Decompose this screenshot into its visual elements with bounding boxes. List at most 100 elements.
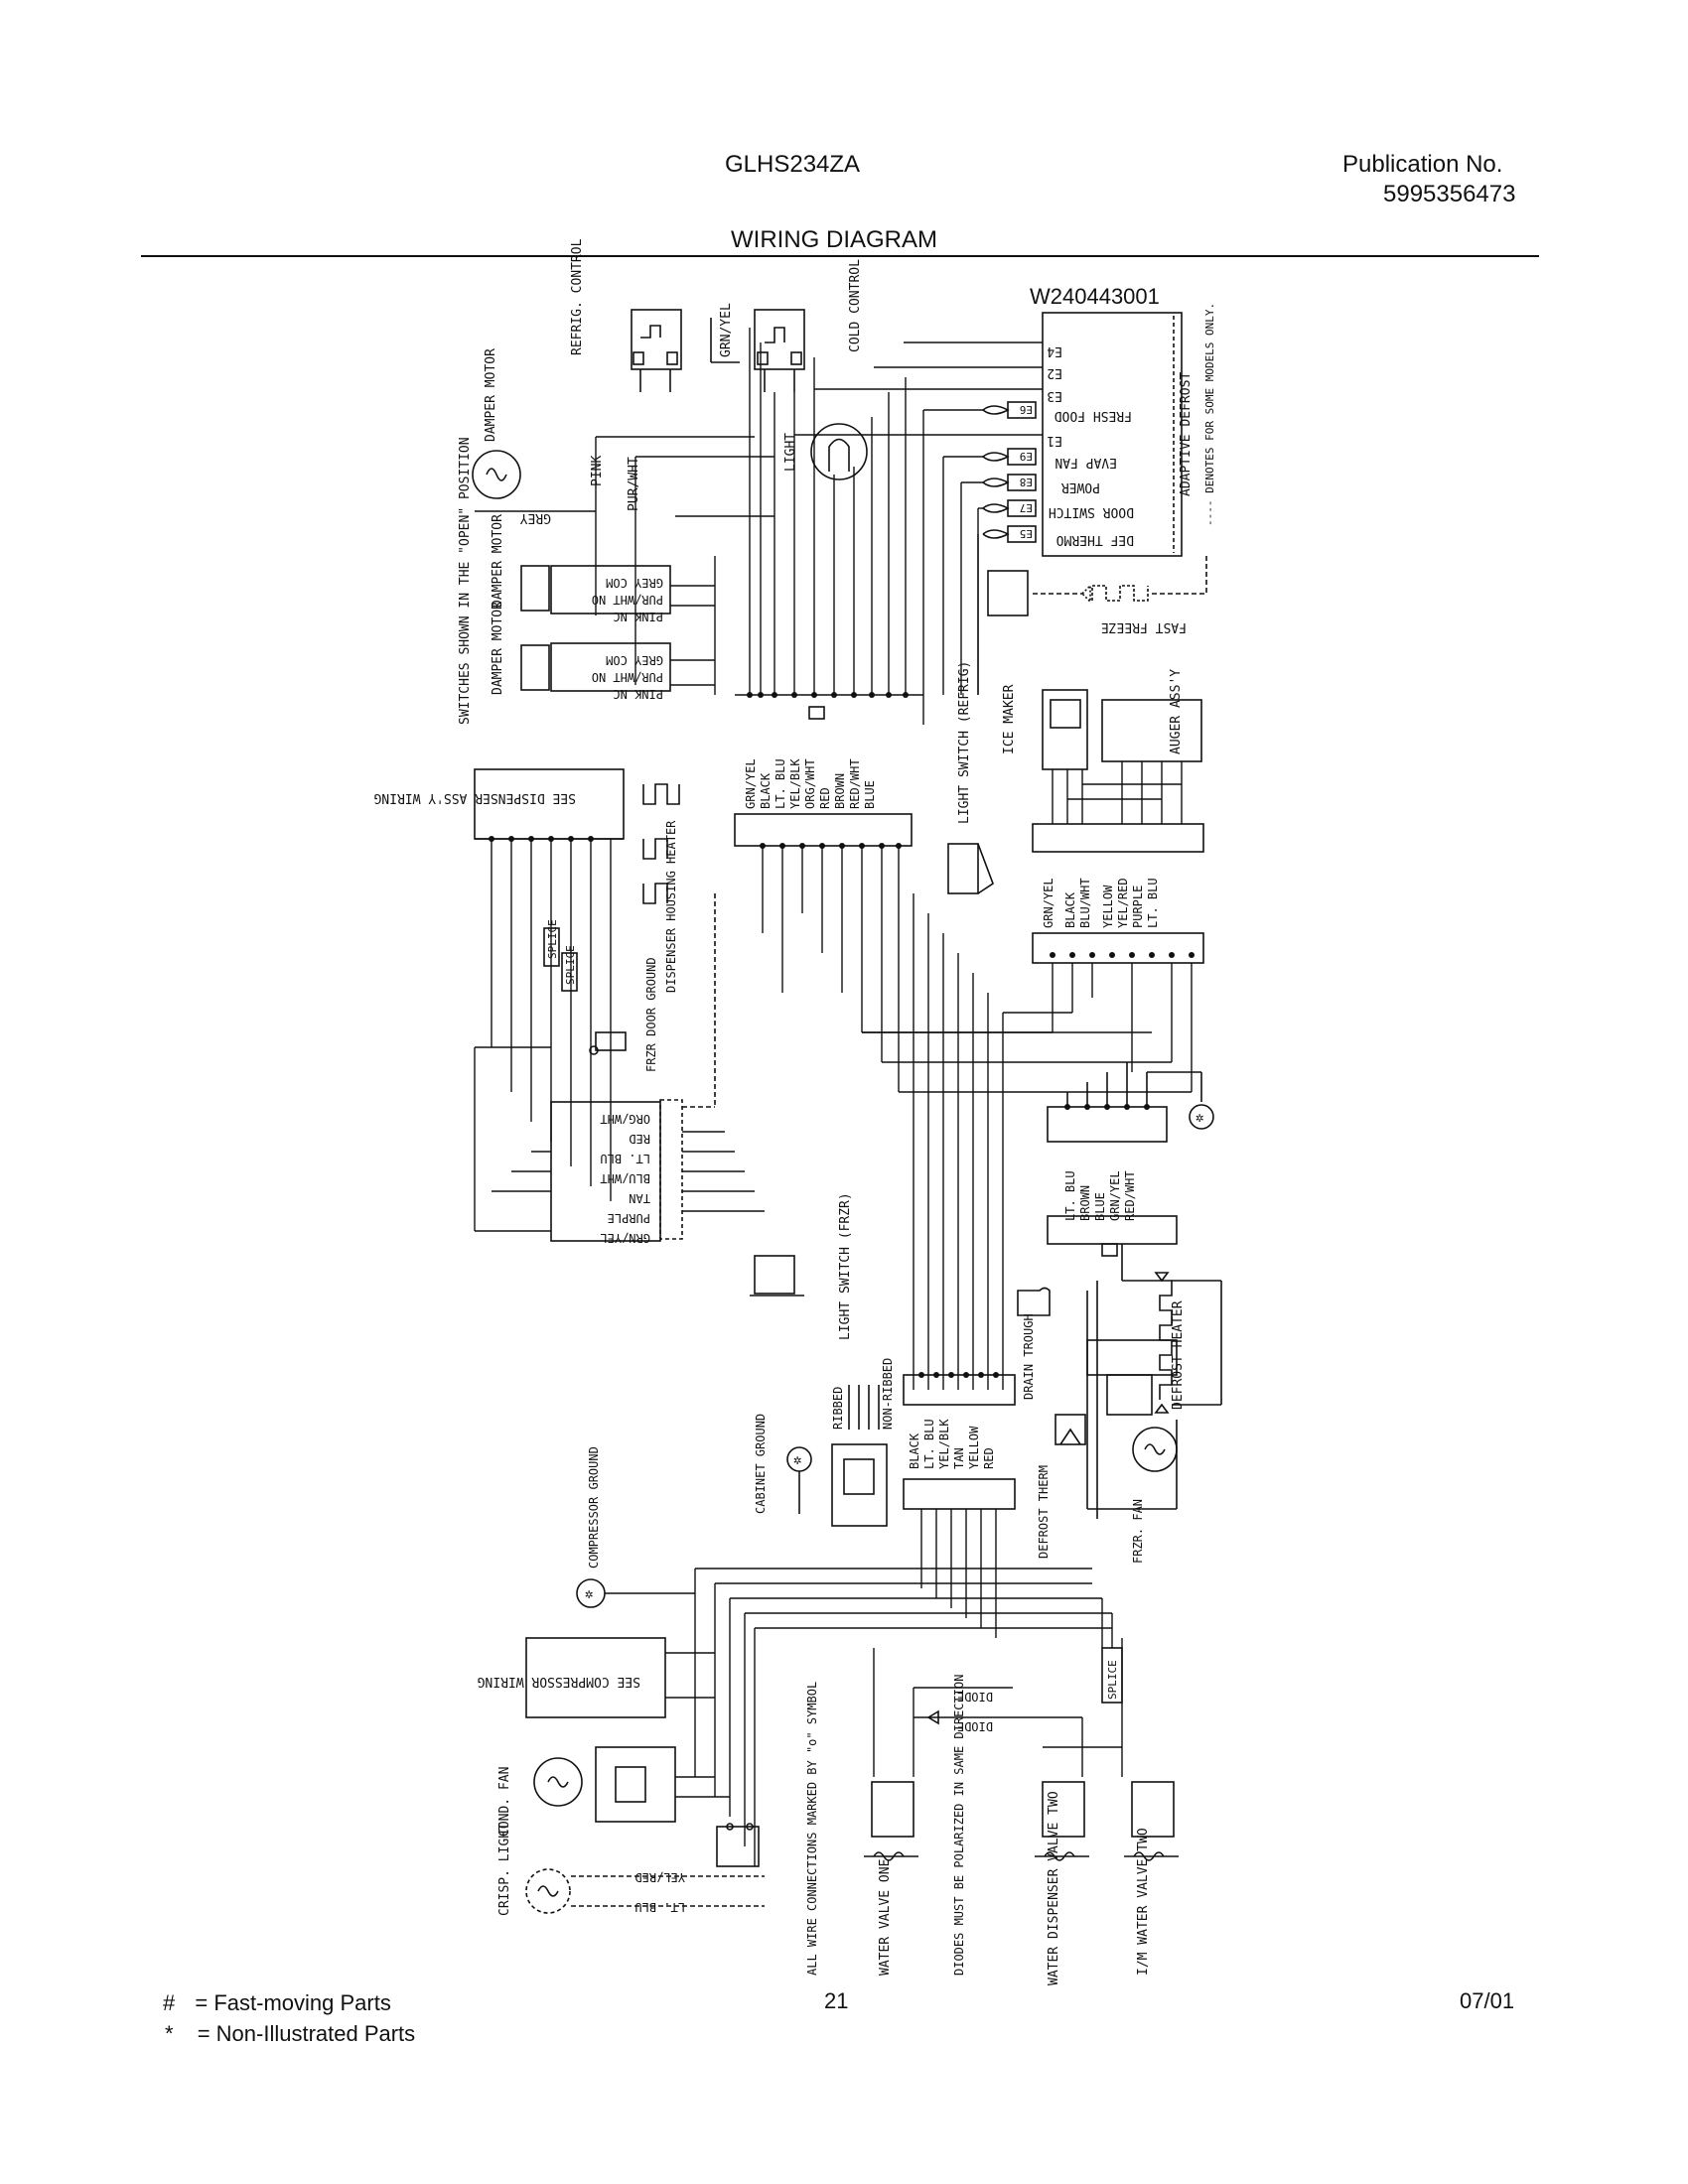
light-switch-refrig-label: LIGHT SWITCH (REFRIG) <box>957 661 972 824</box>
svg-text:ORG/WHT: ORG/WHT <box>803 758 817 809</box>
term-e5: E5 <box>1020 527 1033 540</box>
fast-freeze-label: FAST FREEZE <box>1101 619 1187 634</box>
svg-text:LT. BLU: LT. BLU <box>1146 878 1160 928</box>
model-number: GLHS234ZA <box>725 151 861 178</box>
main-harness: GRN/YEL BLACK LT. BLU YEL/BLK ORG/WHT RE… <box>734 758 913 849</box>
svg-text:RED/WHT: RED/WHT <box>1123 1170 1137 1221</box>
svg-text:GRN/YEL: GRN/YEL <box>1108 1170 1122 1221</box>
frzr-fan: FRZR. FAN <box>1086 1281 1178 1564</box>
svg-text:FRZR DOOR GROUND: FRZR DOOR GROUND <box>644 957 658 1072</box>
svg-text:PINK NC: PINK NC <box>613 687 663 701</box>
cond-fan: COND. FAN <box>497 1746 676 1837</box>
board-terminal-e4: E4 <box>1047 343 1062 358</box>
defrost-therm: DEFROST THERM <box>1037 1414 1086 1559</box>
auger-assembly: AUGER ASS'Y <box>1101 669 1202 762</box>
svg-text:✲: ✲ <box>585 1586 593 1602</box>
light-switch-frzr: LIGHT SWITCH (FRZR) <box>750 1192 853 1340</box>
ribbed-labels: RIBBED NON-RIBBED <box>831 1358 895 1527</box>
left-loop-wires <box>474 1046 551 1232</box>
board-title: ADAPTIVE DEFROST <box>1179 372 1194 496</box>
svg-text:LT. BLU: LT. BLU <box>634 1900 685 1914</box>
svg-text:GRN/YEL: GRN/YEL <box>1042 878 1055 928</box>
ice-maker: ICE MAKER <box>1002 684 1088 770</box>
term-e6: E6 <box>1020 403 1033 416</box>
lower-harness: BLACK LT. BLU YEL/BLK TAN YELLOW RED <box>903 1372 1016 1638</box>
board-terminal-e3: E3 <box>1047 388 1062 403</box>
svg-text:RED: RED <box>818 787 832 809</box>
ground-block-lower <box>716 1823 760 1867</box>
term-e7: E7 <box>1020 501 1033 514</box>
switch-note: SWITCHES SHOWN IN THE "OPEN" POSITION <box>458 437 473 725</box>
svg-text:LT. BLU: LT. BLU <box>1063 1170 1077 1221</box>
svg-text:✲: ✲ <box>793 1452 801 1468</box>
light-switch-refrig: LIGHT SWITCH (REFRIG) <box>947 661 994 894</box>
dispenser-housing-heater: DISPENSER HOUSING HEATER <box>642 783 680 993</box>
publication-label: Publication No. <box>1342 151 1503 178</box>
legend-text-fast: = Fast-moving Parts <box>195 1990 391 2015</box>
svg-text:RIBBED: RIBBED <box>831 1387 845 1430</box>
svg-text:SPLICE: SPLICE <box>1106 1660 1119 1700</box>
wire-connection-note: ALL WIRE CONNECTIONS MARKED BY "o" SYMBO… <box>805 1682 819 1976</box>
defrost-heater: DEFROST HEATER <box>1121 1244 1222 1414</box>
svg-text:DEFROST THERM: DEFROST THERM <box>1037 1465 1051 1559</box>
control-board: E4 E2 E3 FRESH FOOD E1 EVAP FAN POWER DO… <box>982 303 1216 557</box>
board-fresh-food: FRESH FOOD <box>1055 408 1132 423</box>
im-water-valve: I/M WATER VALVE TWO <box>1124 1781 1179 1976</box>
term-e8: E8 <box>1020 476 1033 488</box>
svg-text:NON-RIBBED: NON-RIBBED <box>881 1358 895 1430</box>
damper-motor-label-1: DAMPER MOTOR <box>491 514 505 608</box>
svg-text:BLACK: BLACK <box>759 772 773 809</box>
svg-text:GREY COM: GREY COM <box>606 653 663 667</box>
lower-wires <box>675 1568 1123 1866</box>
svg-text:FRZR. FAN: FRZR. FAN <box>1131 1499 1145 1564</box>
svg-text:PURPLE: PURPLE <box>608 1211 650 1225</box>
pur-wht-label: PUR/WHT <box>627 457 641 511</box>
svg-text:DRAIN TROUGH: DRAIN TROUGH <box>1022 1313 1036 1400</box>
svg-text:RED: RED <box>982 1447 996 1469</box>
section-title: WIRING DIAGRAM <box>731 226 937 253</box>
ice-maker-label: ICE MAKER <box>1002 684 1017 754</box>
svg-text:SEE DISPENSER ASS'Y WIRING: SEE DISPENSER ASS'Y WIRING <box>373 790 576 805</box>
splice-2 <box>561 952 578 992</box>
damper-motor-top: DAMPER MOTOR GREY <box>472 348 596 525</box>
ice-connector-top <box>1032 823 1204 853</box>
frzr-door-ground: FRZR DOOR GROUND <box>589 957 658 1072</box>
dispenser-wires <box>491 839 612 1201</box>
svg-text:LT. BLU: LT. BLU <box>774 758 787 809</box>
svg-text:DISPENSER HOUSING HEATER: DISPENSER HOUSING HEATER <box>664 820 678 993</box>
svg-text:YEL/RED: YEL/RED <box>1116 878 1130 928</box>
damper-motor-top-label: DAMPER MOTOR <box>484 348 498 442</box>
svg-text:COND. FAN: COND. FAN <box>497 1767 512 1837</box>
board-def-thermo: DEF THERMO <box>1056 532 1134 547</box>
header-rule <box>141 255 1539 257</box>
legend-non-illustrated: * = Non-Illustrated Parts <box>165 2021 415 2047</box>
cabinet-ground: ✲ CABINET GROUND <box>754 1414 812 1514</box>
refrig-control: REFRIG. CONTROL <box>570 238 682 392</box>
svg-text:YEL/BLK: YEL/BLK <box>788 758 802 809</box>
light-label: LIGHT <box>783 433 798 472</box>
pink-label: PINK <box>590 456 605 486</box>
fast-freeze-switch: FAST FREEZE <box>987 556 1207 634</box>
legend-text-non: = Non-Illustrated Parts <box>197 2021 416 2046</box>
damper-switch-2: DAMPER MOTOR GREY COM PUR/WHT NO PINK NC <box>491 602 671 701</box>
refrig-control-label: REFRIG. CONTROL <box>570 238 585 355</box>
grn-yel-top-label: GRN/YEL <box>719 303 734 357</box>
upper-bus-wires <box>595 328 1043 725</box>
diode-note: DIODES MUST BE POLARIZED IN SAME DIRECTI… <box>952 1675 966 1976</box>
svg-text:DIODE: DIODE <box>957 1690 993 1704</box>
svg-text:✲: ✲ <box>1196 1110 1203 1126</box>
svg-text:LIGHT SWITCH (FRZR): LIGHT SWITCH (FRZR) <box>838 1192 853 1340</box>
svg-text:BLUE: BLUE <box>863 780 877 809</box>
svg-text:I/M WATER VALVE TWO: I/M WATER VALVE TWO <box>1136 1828 1151 1976</box>
svg-text:COMPRESSOR GROUND: COMPRESSOR GROUND <box>587 1446 601 1569</box>
ice-wires <box>1052 761 1183 824</box>
svg-text:BLACK: BLACK <box>908 1433 921 1469</box>
cold-control: COLD CONTROL <box>754 259 863 392</box>
svg-text:GRN/YEL: GRN/YEL <box>600 1231 650 1245</box>
see-compressor-box: SEE COMPRESSOR WIRING <box>477 1637 715 1718</box>
water-dispenser-valve: WATER DISPENSER VALVE TWO <box>1035 1781 1089 1985</box>
damper-switch-1: DAMPER MOTOR GREY COM PUR/WHT NO PINK NC <box>491 514 671 623</box>
board-door-switch: DOOR SWITCH <box>1049 504 1134 519</box>
compressor-ground: ✲ COMPRESSOR GROUND <box>576 1446 695 1608</box>
